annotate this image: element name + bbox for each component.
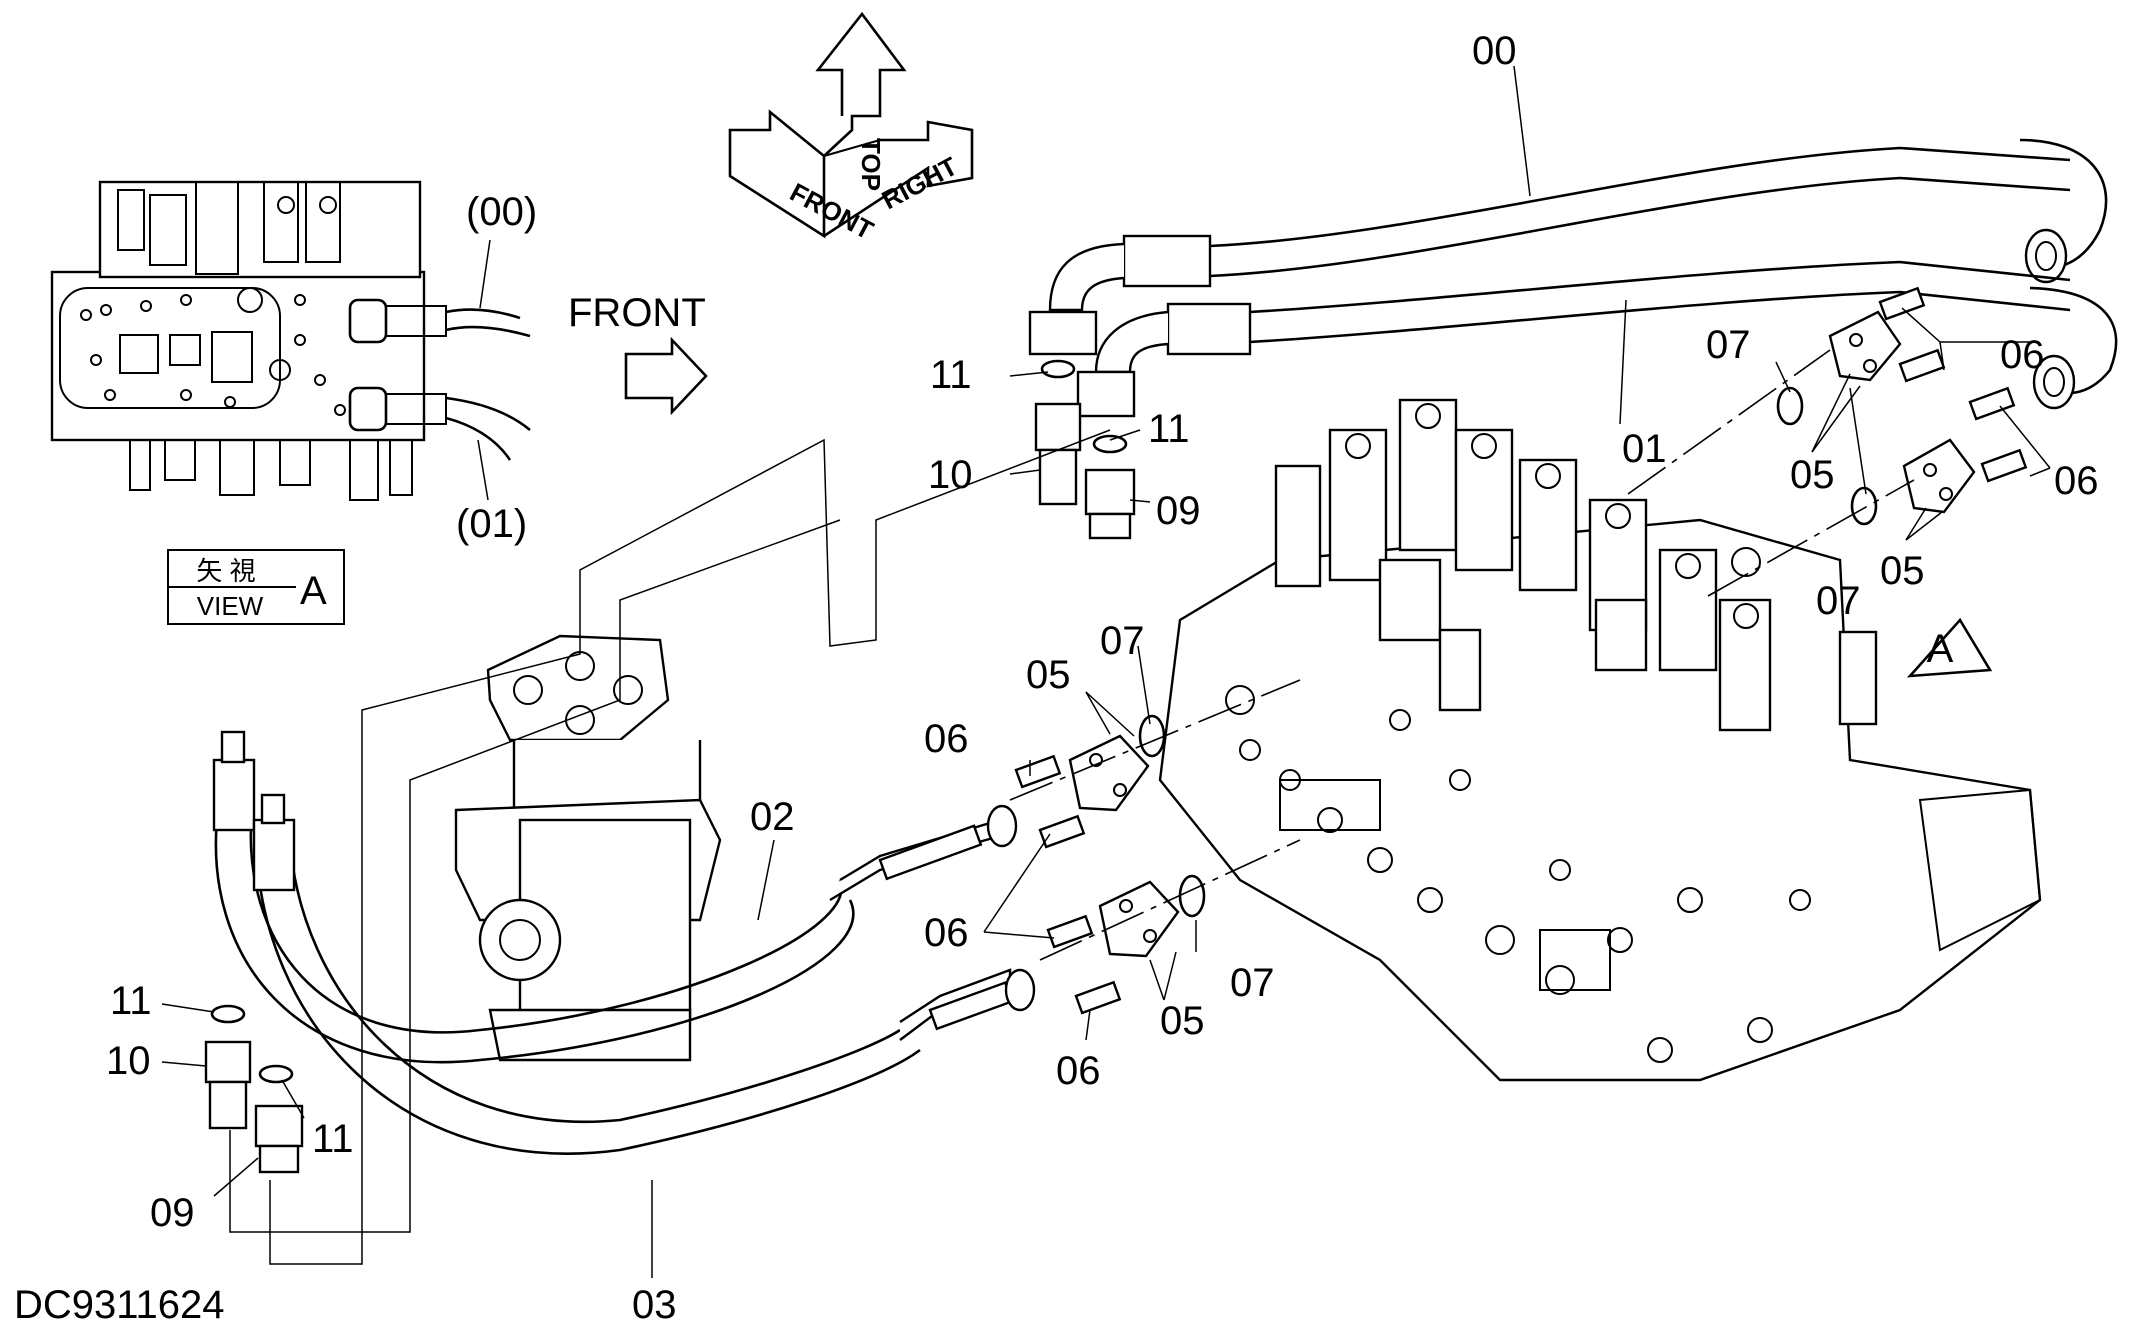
hose-03-drawing xyxy=(252,793,1036,1155)
inset-view-a-drawing xyxy=(50,180,531,501)
part-label-06-c: 06 xyxy=(924,717,969,761)
view-a-marker-icon xyxy=(1906,617,1993,678)
part-label-05-a: 05 xyxy=(1790,453,1835,497)
part-label-01: 01 xyxy=(1622,427,1667,471)
part-label-05-b: 05 xyxy=(1880,549,1925,593)
part-label-09-top: 09 xyxy=(1156,489,1201,533)
front-arrow-icon xyxy=(624,336,708,416)
part-label-02: 02 xyxy=(750,795,795,839)
view-letter-label: A xyxy=(300,569,327,613)
view-a-label-box xyxy=(167,549,345,625)
part-label-11-top-a: 11 xyxy=(930,353,972,397)
part-label-00: 00 xyxy=(1472,29,1517,73)
part-label-07-b: 07 xyxy=(1816,579,1861,623)
fittings-bottom-drawing xyxy=(204,1004,304,1174)
view-jp-label: 矢 視 xyxy=(196,556,255,586)
fittings-top-drawing xyxy=(1034,359,1136,540)
part-label-10-bottom: 10 xyxy=(106,1039,151,1083)
part-label-07-a: 07 xyxy=(1706,323,1751,367)
hose-00-drawing xyxy=(1028,138,2108,356)
orientation-right: RIGHT xyxy=(877,151,963,216)
part-label-11-top-b: 11 xyxy=(1148,407,1190,451)
part-label-06-d: 06 xyxy=(924,911,969,955)
drawing-id: DC9311624 xyxy=(14,1283,225,1327)
view-en-label: VIEW xyxy=(197,591,264,621)
part-label-07-d: 07 xyxy=(1230,961,1275,1005)
orientation-top: TOP xyxy=(856,138,886,191)
part-label-06-b: 06 xyxy=(2054,459,2099,503)
hose-02-drawing xyxy=(212,730,1018,1064)
part-label-09-bottom: 09 xyxy=(150,1191,195,1235)
front-label: FRONT xyxy=(568,291,706,335)
part-label-06-a: 06 xyxy=(2000,333,2045,377)
center-lines xyxy=(229,349,1915,1265)
part-label-06-e: 06 xyxy=(1056,1049,1101,1093)
part-label-03: 03 xyxy=(632,1283,677,1327)
swivel-joint-drawing xyxy=(454,634,722,1062)
part-label-07-c: 07 xyxy=(1100,619,1145,663)
control-valve-drawing xyxy=(1158,398,2042,1082)
leader-lines xyxy=(161,65,2051,1278)
part-label-10-top: 10 xyxy=(928,453,973,497)
flanges-and-bolts-drawing xyxy=(1014,286,2028,1015)
inset-label-01: (01) xyxy=(456,502,527,546)
part-label-05-d: 05 xyxy=(1160,999,1205,1043)
inset-label-00: (00) xyxy=(466,190,537,234)
part-label-05-c: 05 xyxy=(1026,653,1071,697)
hose-01-drawing xyxy=(1076,260,2118,418)
part-label-11-bottom-a: 11 xyxy=(110,979,152,1023)
orientation-arrows-icon xyxy=(728,11,974,239)
view-a-marker-label: A xyxy=(1927,627,1954,671)
part-label-11-bottom-b: 11 xyxy=(312,1117,354,1161)
